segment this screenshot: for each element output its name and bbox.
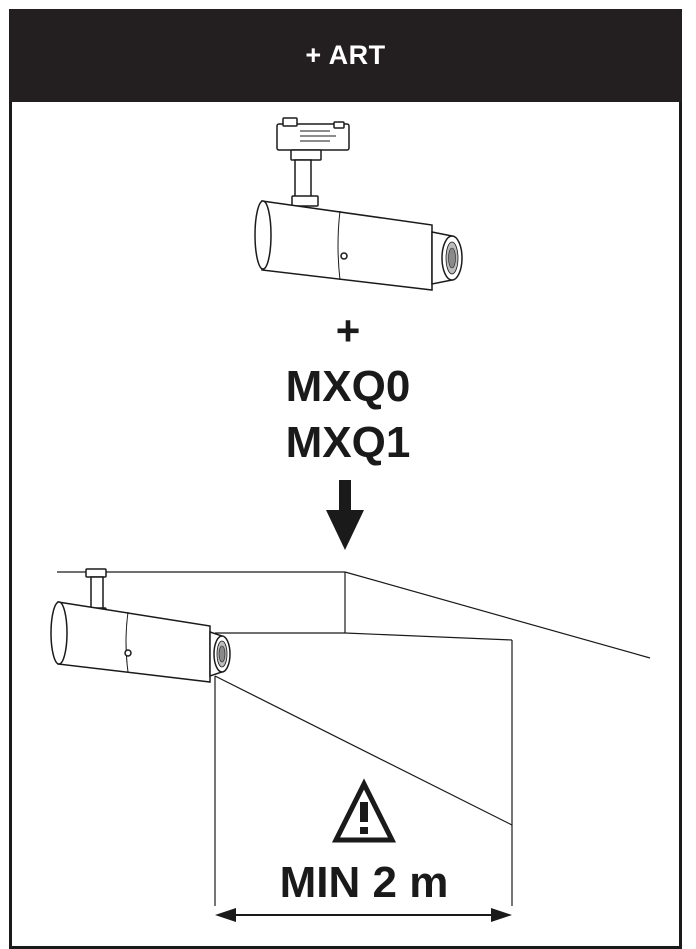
- min-distance-label: MIN 2 m: [279, 858, 449, 907]
- spotlight-mounted: [50, 568, 231, 683]
- plus-sign: +: [335, 307, 361, 354]
- spotlight-top: [254, 117, 463, 291]
- accessory-code-mxq1: MXQ1: [285, 418, 411, 467]
- header-bar: + ART: [9, 9, 682, 102]
- dimension-arrow: [215, 908, 512, 922]
- warning-triangle-icon: [331, 778, 397, 843]
- arrow-down-icon: [326, 480, 364, 550]
- accessory-code-mxq0: MXQ0: [285, 362, 411, 411]
- header-title: + ART: [305, 40, 386, 70]
- room-lines: [57, 571, 651, 906]
